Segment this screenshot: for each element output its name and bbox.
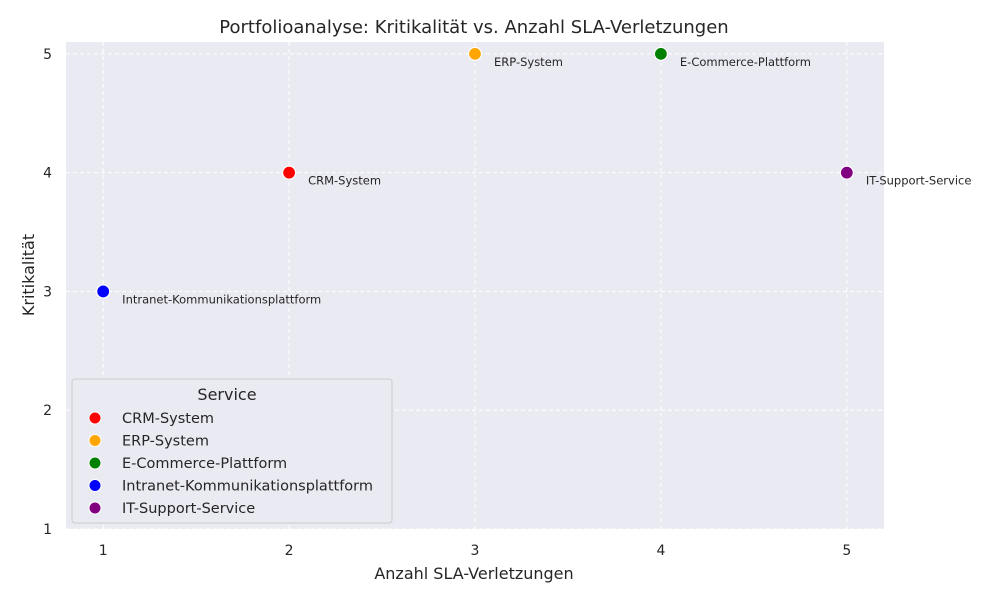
legend-item-label[interactable]: ERP-System (122, 434, 209, 450)
legend-box (71, 378, 393, 524)
point-label: Intranet-Kommunikationsplattform (122, 292, 321, 306)
x-tick-label: 4 (656, 543, 665, 559)
legend-marker (88, 479, 102, 492)
data-point[interactable] (839, 165, 854, 180)
point-label: IT-Support-Service (866, 174, 972, 188)
point-label: CRM-System (308, 174, 381, 188)
point-label: E-Commerce-Plattform (680, 55, 811, 69)
legend-marker (88, 434, 102, 447)
y-tick-label: 4 (43, 166, 52, 182)
data-points: CRM-System ERP-System E-Commerce-Plattform… (96, 46, 972, 306)
legend-marker (88, 501, 102, 515)
y-tick-label: 1 (43, 522, 52, 538)
legend-title: Service (197, 385, 256, 404)
data-point[interactable] (96, 284, 111, 299)
point-label: ERP-System (494, 55, 563, 69)
x-axis-label: Anzahl SLA-Verletzungen (374, 564, 573, 583)
legend-item-label[interactable]: CRM-System (122, 411, 214, 427)
y-tick-label: 3 (43, 284, 52, 300)
chart-title: Portfolioanalyse: Kritikalität vs. Anzah… (219, 17, 728, 38)
x-tick-label: 2 (285, 543, 294, 559)
y-axis-label: Kritikalität (19, 234, 38, 316)
data-point[interactable] (281, 165, 297, 180)
legend-item-label[interactable]: Intranet-Kommunikationsplattform (122, 479, 373, 495)
data-point[interactable] (467, 46, 483, 61)
legend-item-label[interactable]: IT-Support-Service (122, 501, 255, 517)
x-tick-label: 1 (99, 543, 108, 559)
legend-marker (88, 456, 102, 470)
data-point[interactable] (653, 46, 669, 61)
y-tick-label: 2 (43, 403, 52, 419)
legend-item-label[interactable]: E-Commerce-Plattform (122, 456, 287, 472)
y-tick-label: 5 (43, 47, 52, 63)
x-tick-label: 5 (842, 543, 851, 559)
axis-ticks: 1 2 3 4 5 1 2 3 4 5 (43, 47, 851, 559)
x-tick-label: 3 (471, 543, 480, 559)
legend[interactable]: ServiceCRM-SystemERP-SystemE-Commerce-Pl… (71, 378, 393, 524)
legend-marker (88, 411, 102, 425)
